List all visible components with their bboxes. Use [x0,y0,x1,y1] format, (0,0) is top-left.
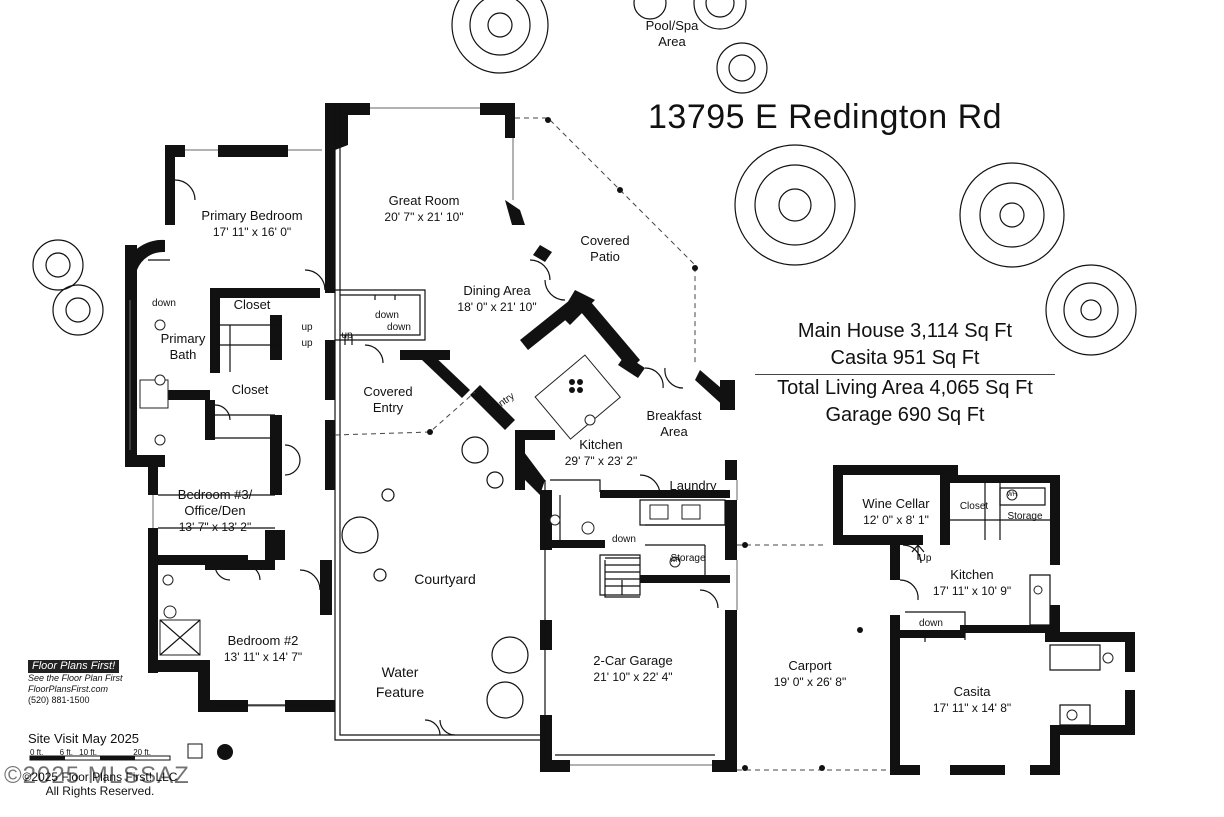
windows [129,107,738,766]
casita-storage-label: Storage [1007,511,1043,522]
casita-kitchen-label: Kitchen 17' 11" x 10' 9" [933,567,1011,599]
logo-tagline: See the Floor Plan First [28,673,123,683]
logo-brand: Floor Plans First! [28,660,120,673]
stair-down-label: down [152,298,176,309]
room-dim: 19' 0" x 26' 8" [773,675,847,689]
covered-entry-label: Covered Entry [363,384,413,415]
room-name: Carport [788,658,832,673]
copyright-line: ©2025 Floor Plans First! LLC [22,770,178,784]
diagonal-walls [125,115,735,495]
doors [174,179,922,736]
great-room-label: Great Room 20' 7" x 21' 10" [384,193,463,225]
logo-url: FloorPlansFirst.com [28,684,109,694]
scale-tick: 20 ft. [133,748,151,757]
scale-tick: 6 ft. [59,748,73,757]
room-dim: 29' 7" x 23' 2" [564,454,638,468]
casita-label: Casita 17' 11" x 14' 8" [933,684,1011,716]
stairs [148,259,926,642]
room-dim: 20' 7" x 21' 10" [384,210,464,224]
scale-tick: 0 ft. [30,748,44,757]
room-name: Bedroom #3/ Office/Den [177,487,253,518]
company-logo: Floor Plans First! See the Floor Plan Fi… [28,660,168,706]
room-name: Great Room [388,193,460,208]
room-name: Wine Cellar [862,496,930,511]
stair-up-label: up [341,330,353,341]
copyright-line: All Rights Reserved. [45,784,155,798]
room-dim: 17' 11" x 14' 8" [932,701,1012,715]
room-dim: 13' 11" x 14' 7" [223,650,303,664]
room-dim: 18' 0" x 21' 10" [457,300,537,314]
pool-spa-label: Pool/Spa Area [645,18,699,49]
stair-down-label: down [375,310,399,321]
storage-label: Storage [670,553,706,564]
water-heater-label: WH [670,558,680,564]
water-feature-label: Water Feature [375,664,425,700]
wine-cellar-label: Wine Cellar 12' 0" x 8' 1" [862,496,929,528]
covered-patio-label: Covered Patio [580,233,630,264]
primary-bath-label: Primary Bath [160,331,206,362]
stair-up-label: up [301,322,313,333]
casita-area: Casita 951 Sq Ft [830,347,980,369]
logo-phone: (520) 881-1500 [28,695,90,705]
scale-tick: 10 ft. [79,748,97,757]
primary-bedroom-label: Primary Bedroom 17' 11" x 16' 0" [201,208,302,240]
room-dim: 17' 11" x 10' 9" [932,584,1012,598]
casita-closet-label: Closet [959,501,989,512]
room-name: Kitchen [950,567,994,582]
stair-down-label: down [612,534,636,545]
bedroom-3-label: Bedroom #3/ Office/Den 13' 7" x 13' 2" [178,487,252,535]
watermark: ©2025 MLSSAZ [4,762,190,789]
bedroom-2-label: Bedroom #2 13' 11" x 14' 7" [224,633,302,665]
room-dim: 17' 11" x 16' 0" [212,225,292,239]
casita-interior [905,483,1101,726]
stair-up-label: up [301,338,313,349]
scale-bar [29,743,233,761]
main-house-walls [125,103,737,772]
water-heater-label: WH [1007,492,1017,498]
garage-area: Garage 690 Sq Ft [825,404,985,426]
fixtures [139,319,1114,721]
copyright: ©2025 Floor Plans First! LLC All Rights … [0,770,200,798]
closet-label: Closet [233,297,271,312]
stair-up-label: Up [918,553,932,564]
main-house-area: Main House 3,114 Sq Ft [797,320,1013,342]
closet-label: Closet [231,382,269,397]
area-summary: Main House 3,114 Sq Ft Casita 951 Sq Ft … [755,318,1055,429]
site-visit-label: Site Visit May 2025 [28,731,140,746]
dining-area-label: Dining Area 18' 0" x 21' 10" [457,283,536,315]
breakfast-area-label: Breakfast Area [646,408,702,439]
kitchen-label: Kitchen 29' 7" x 23' 2" [565,437,637,469]
room-name: Casita [953,684,991,699]
room-name: Kitchen [579,437,623,452]
carport-label: Carport 19' 0" x 26' 8" [774,658,846,690]
room-name: Dining Area [463,283,531,298]
garage-label: 2-Car Garage 21' 10" x 22' 4" [593,653,672,685]
room-name: Primary Bedroom [201,208,303,223]
scale-ticks: 0 ft. 6 ft. 10 ft. 20 ft. [30,748,151,757]
plant-icon [341,436,529,719]
room-name: Bedroom #2 [227,633,299,648]
area-divider [755,374,1055,375]
address-title: 13795 E Redington Rd [648,98,1003,136]
interior-lines [158,105,726,760]
total-living-area: Total Living Area 4,065 Sq Ft [777,377,1033,399]
room-dim: 12' 0" x 8' 1" [863,513,929,527]
room-dim: 13' 7" x 13' 2" [178,520,252,534]
room-name: 2-Car Garage [593,653,673,668]
covered-outlines [334,117,890,771]
stair-down-label: down [919,618,943,629]
tree-icon [32,0,1137,356]
courtyard-label: Courtyard [414,571,476,587]
stair-down-label: down [387,322,411,333]
room-dim: 21' 10" x 22' 4" [593,670,673,684]
laundry-label: Laundry [669,478,717,493]
casita-walls [833,465,1135,775]
